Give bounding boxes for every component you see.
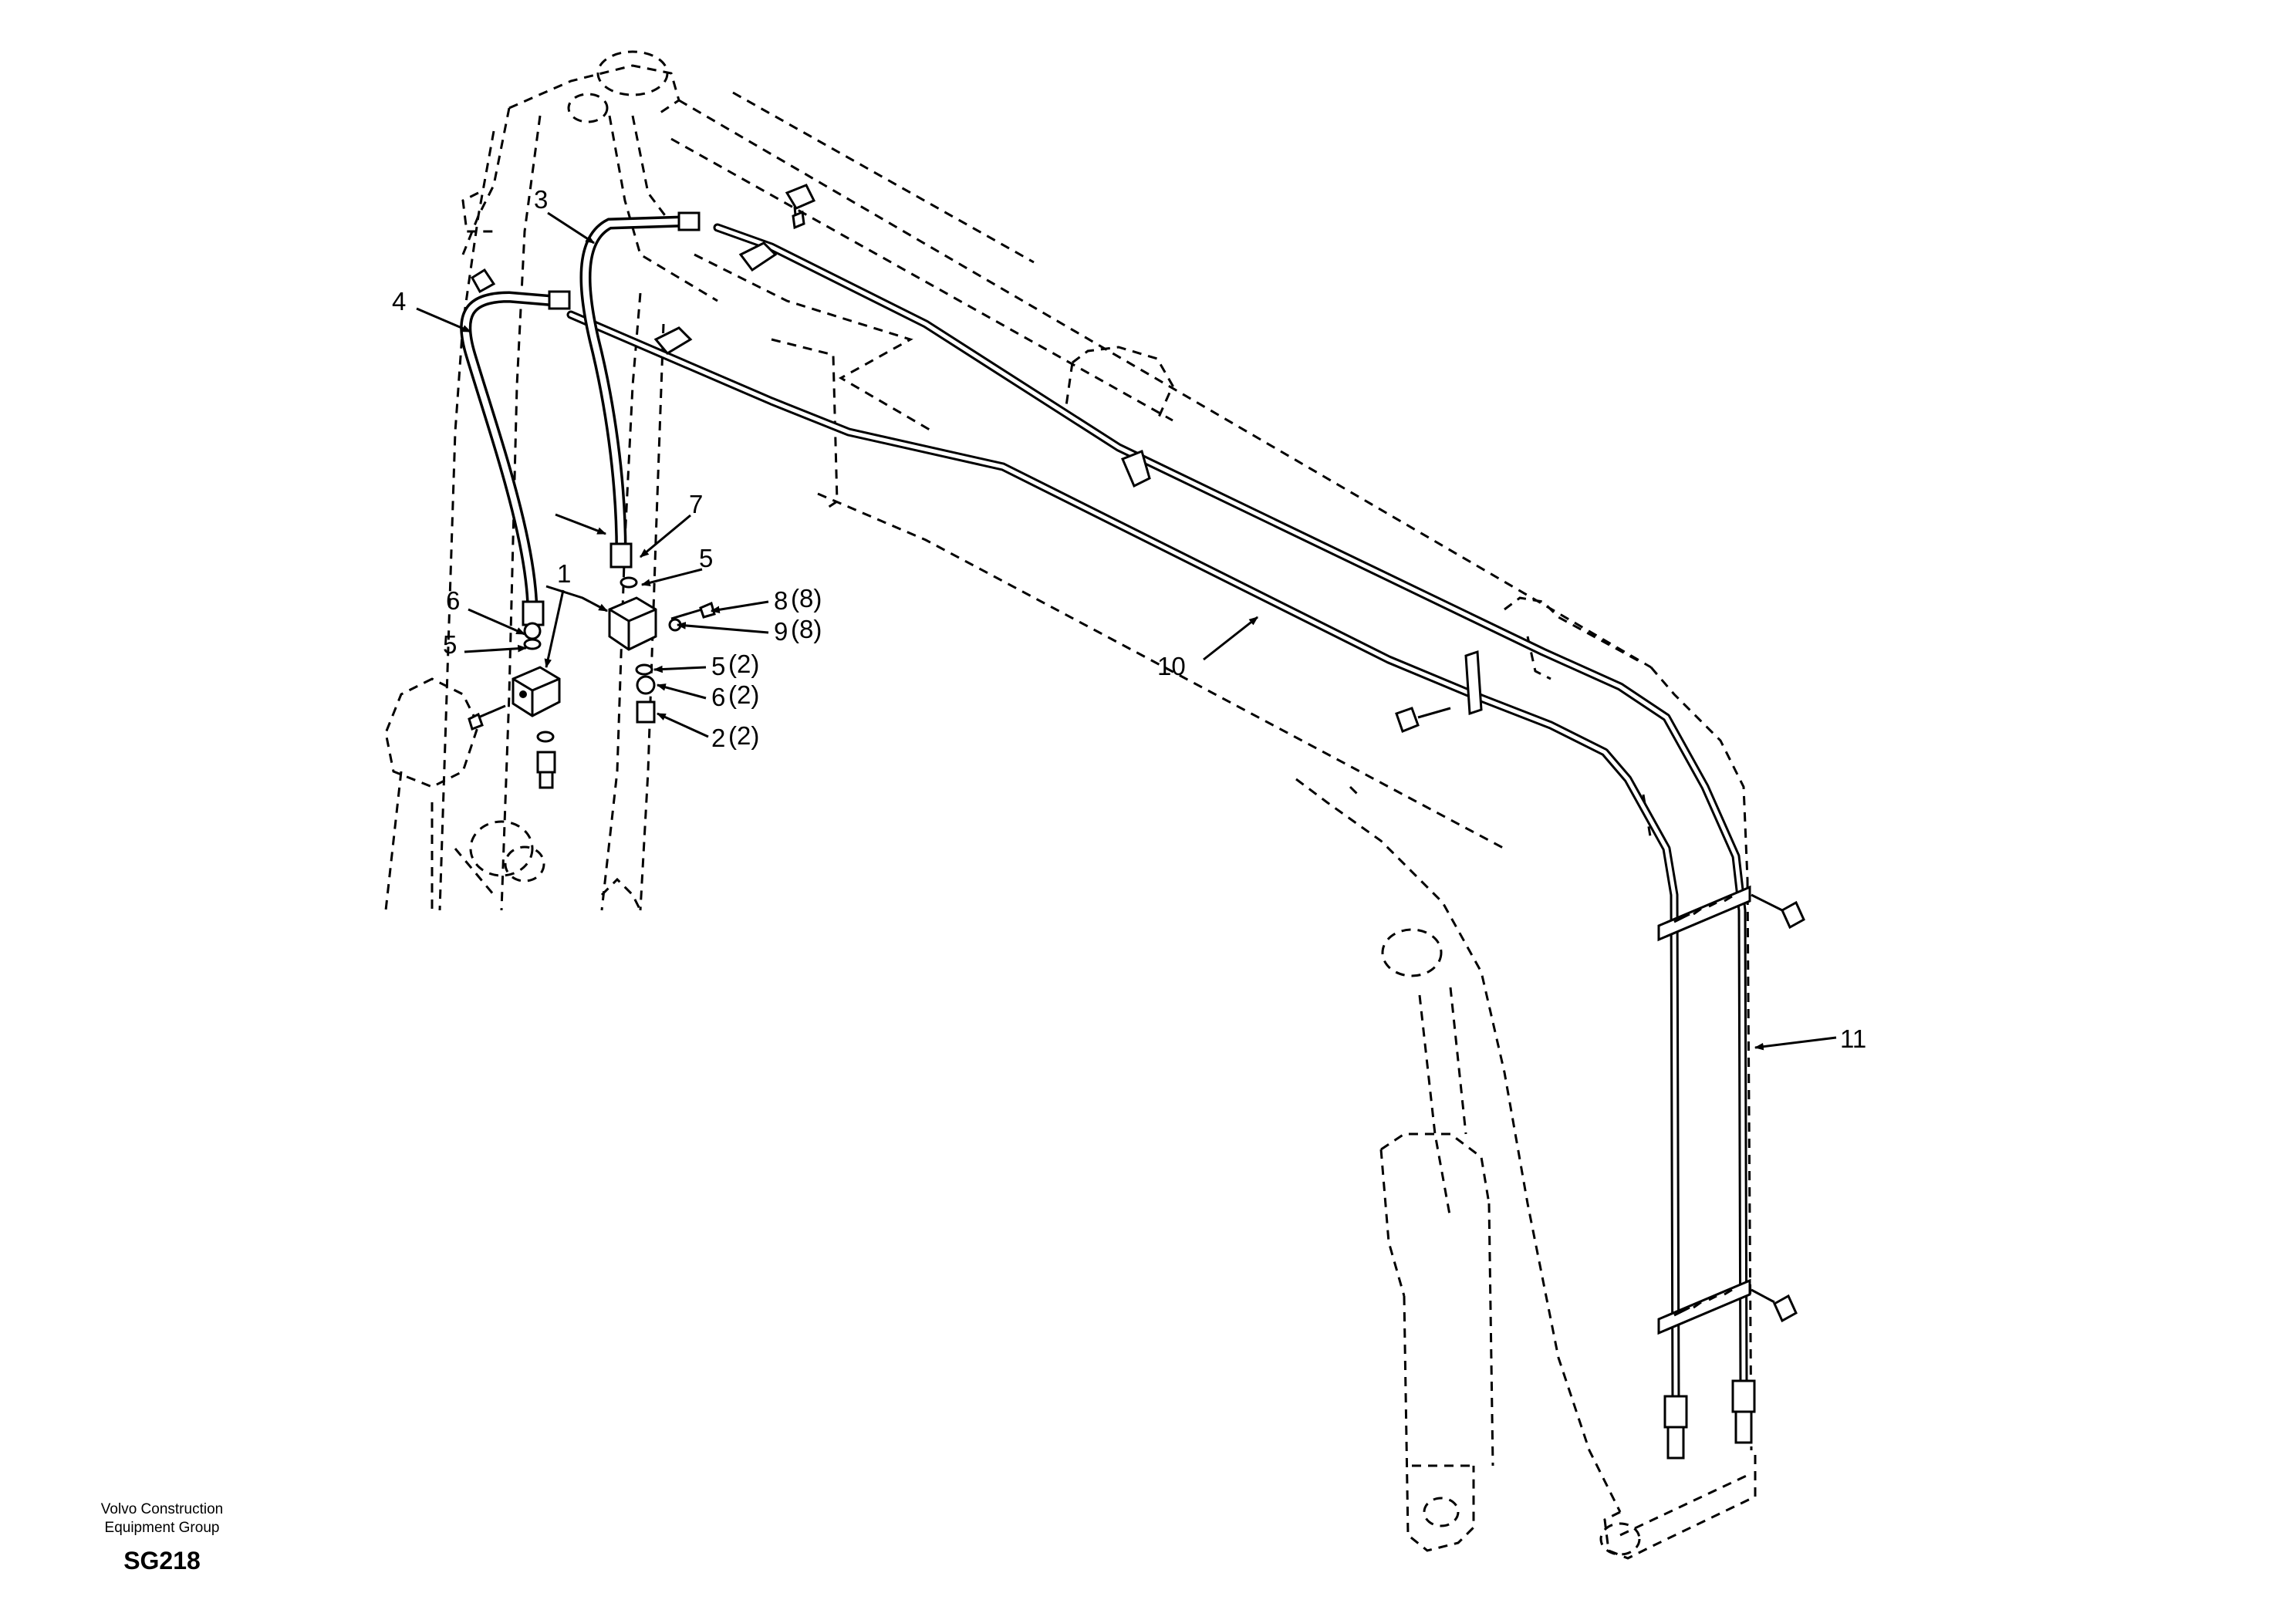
bolt-lower-bracket <box>1751 1288 1798 1323</box>
callout-labels: 1 3 4 7 5 6 5 8 (8) 9 (8) 5 (2) 6 (2) 2 … <box>392 185 1866 1053</box>
drawing-footer: Volvo Construction Equipment Group SG218 <box>62 1500 262 1575</box>
adapter <box>636 675 656 695</box>
pipe-end-fittings <box>1663 1379 1756 1460</box>
bolts <box>470 184 1805 1323</box>
callout-8: 8 <box>774 586 788 615</box>
o-ring <box>635 663 653 676</box>
callout-9: 9 <box>774 617 788 646</box>
connector-blocks <box>468 576 716 789</box>
callout-10: 10 <box>1157 652 1186 680</box>
callout-11: 11 <box>1840 1024 1866 1053</box>
adapter <box>523 622 542 640</box>
o-ring <box>536 731 555 743</box>
adapter <box>636 700 656 724</box>
drawing-code: SG218 <box>123 1547 201 1574</box>
company-name-line2: Equipment Group <box>104 1520 220 1536</box>
bolt-mid <box>1395 707 1451 733</box>
callout-3: 3 <box>534 185 548 214</box>
pipe-clamps <box>653 241 1751 1335</box>
callout-5-left: 5 <box>443 630 457 659</box>
o-ring <box>523 638 542 650</box>
adapter <box>536 751 556 774</box>
bolt-left-clamp <box>470 268 496 294</box>
company-name-line1: Volvo Construction <box>100 1501 224 1517</box>
callout-8-qty: (8) <box>791 584 822 613</box>
block-right <box>608 596 657 651</box>
callout-7: 7 <box>689 490 703 518</box>
callout-5-qty: (2) <box>728 650 759 678</box>
leader-lines <box>416 211 1837 1051</box>
block-left <box>512 666 561 717</box>
callout-6-left: 6 <box>446 586 460 615</box>
bolt-upper-bracket <box>1751 893 1805 930</box>
callout-9-qty: (8) <box>791 615 822 643</box>
hydraulic-pipes <box>566 223 1748 1409</box>
bolt-top <box>785 184 816 230</box>
callout-4: 4 <box>392 287 406 316</box>
callout-1: 1 <box>557 559 571 588</box>
callout-5-right: 5 <box>711 652 725 680</box>
o-ring <box>620 576 638 589</box>
callout-2-qty: (2) <box>728 721 759 750</box>
callout-6-right: 6 <box>711 683 725 711</box>
callout-2: 2 <box>711 724 725 752</box>
callout-5-top: 5 <box>699 544 713 572</box>
adapter <box>539 771 554 789</box>
callout-6-qty: (2) <box>728 680 759 709</box>
hoses <box>460 211 701 626</box>
